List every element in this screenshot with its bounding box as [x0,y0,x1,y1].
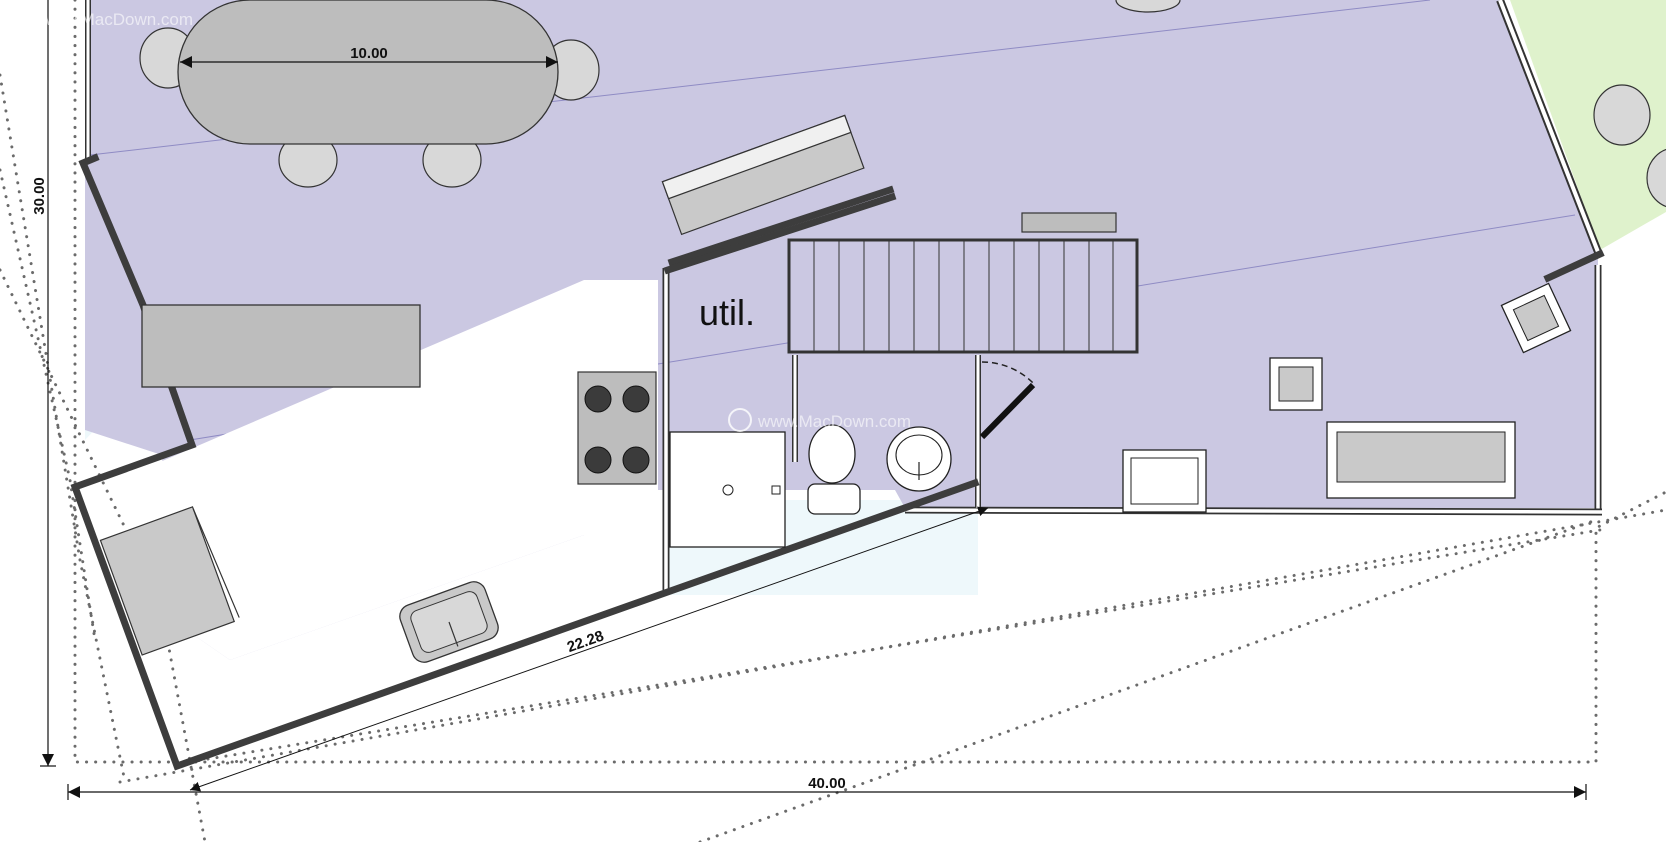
toilet [807,424,861,515]
patio-chair [1646,148,1666,208]
sofa [661,114,865,236]
room-label-util: util. [699,292,755,333]
dining-chair [1115,0,1181,13]
site-line [0,73,127,784]
right-wall-stub [1543,249,1605,283]
stair-landing-step [1021,212,1117,233]
util-upper-wall-2 [663,192,897,275]
cooktop [577,371,657,485]
staircase [787,238,1139,354]
right-diagonal-wall-inner [1498,0,1600,253]
door-leaf [979,382,1036,440]
watermark-logo: www.MacDown.com [10,7,193,31]
lawn-area [1510,0,1666,250]
dining-table [177,0,559,145]
tv-console [1122,449,1207,513]
laundry-unit [669,431,786,548]
dimension-left-height: 30.00 [31,177,48,215]
dimension-bottom-width: 40.00 [808,775,846,792]
bathroom-sink [886,426,952,492]
site-line [0,168,97,642]
sofa [1326,421,1516,499]
left-zigzag-wall [70,153,980,771]
util-upper-wall [667,185,895,267]
kitchen-island [141,304,421,388]
watermark-text: www.MacDown.com [757,412,911,431]
dimension-line-diagonal [189,506,989,792]
watermark-text: www.MacDown.com [39,10,193,29]
dimension-diagonal-wall: 22.28 [565,627,606,656]
door-swing [981,361,1036,386]
patio-chair [1593,84,1651,146]
bottom-wall-inner [904,508,1603,514]
dimension-table-width: 10.00 [350,45,388,62]
watermark-logo: www.MacDown.com [728,408,911,432]
armchair [1500,282,1572,354]
armchair [1269,357,1323,411]
site-line [73,0,1666,764]
